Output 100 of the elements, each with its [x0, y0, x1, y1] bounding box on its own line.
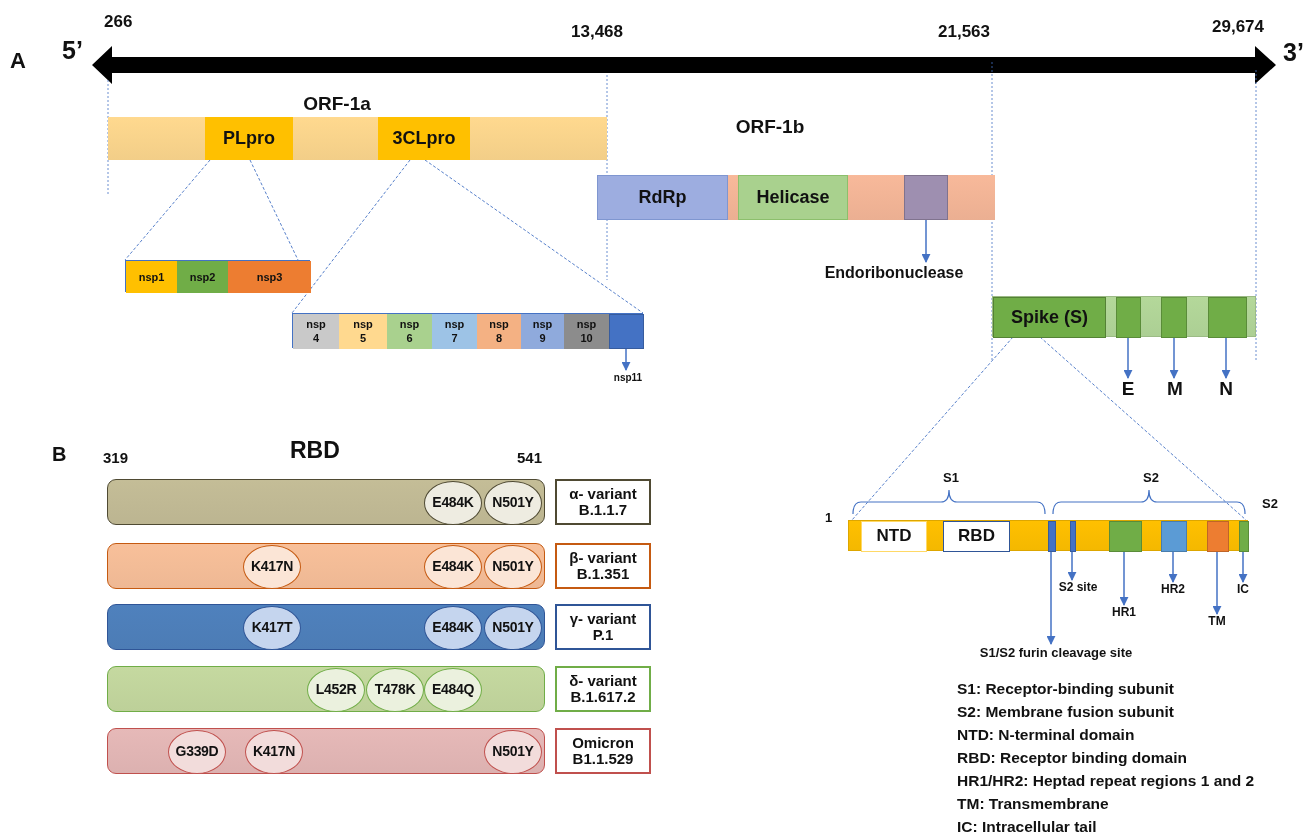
mutation-marker: N501Y: [484, 545, 542, 589]
gene-label: E: [1117, 378, 1139, 400]
nsp-segment: nsp3: [228, 261, 311, 293]
nsp-segment: [609, 314, 644, 349]
panel-letter: B: [52, 443, 67, 466]
nsp-segment: nsp 8: [477, 314, 521, 349]
arrow: [1212, 550, 1222, 615]
variant-label: β- variant B.1.351: [555, 543, 651, 589]
enzyme-domain: Helicase: [738, 175, 848, 220]
protease-domain: PLpro: [205, 117, 293, 160]
protein-label: nsp11: [606, 370, 650, 384]
spike-protein-bar: [848, 520, 1248, 551]
mutation-marker: E484K: [424, 545, 482, 589]
arrow: [1067, 550, 1077, 581]
arrow: [1169, 336, 1179, 379]
arrow: [1221, 336, 1231, 379]
definition-text: S1: Receptor-binding subunit: [957, 679, 1175, 699]
nsp-segment: nsp 9: [521, 314, 564, 349]
rbd-bar: [107, 666, 545, 712]
gene-segment: Spike (S): [993, 297, 1106, 338]
mutation-marker: E484K: [424, 606, 482, 650]
nsp-segment: nsp 10: [564, 314, 609, 349]
mutation-marker: N501Y: [484, 606, 542, 650]
rbd-bar: [107, 479, 545, 525]
zoom-line: [851, 336, 1014, 521]
mutation-marker: E484K: [424, 481, 482, 525]
subunit-label: S1: [943, 471, 959, 486]
position-number: 13,468: [571, 22, 623, 42]
mutation-marker: L452R: [307, 668, 365, 712]
nsp-segment: nsp 7: [432, 314, 477, 349]
protease-domain: 3CLpro: [378, 117, 470, 160]
mutation-marker: N501Y: [484, 730, 542, 774]
arrow: [1119, 550, 1129, 606]
position-number: 29,674: [1212, 17, 1264, 37]
position-number: 1: [825, 511, 833, 526]
position-number: 319: [103, 449, 129, 467]
protein-strip: [292, 313, 643, 348]
domain-segment: [1207, 521, 1229, 552]
variant-label: γ- variant P.1: [555, 604, 651, 650]
protein-strip: [125, 260, 310, 292]
position-number: 266: [104, 12, 133, 32]
domain-box: NTD: [861, 521, 927, 552]
definition-text: RBD: Receptor binding domain: [957, 748, 1188, 768]
strand-end-label: 3’: [1283, 38, 1304, 67]
domain-label: HR1: [1106, 605, 1142, 621]
protein-label: Endoribonuclease: [814, 262, 974, 284]
gene-segment: [1161, 297, 1187, 338]
arrow: [1168, 550, 1178, 583]
nsp-segment: nsp 6: [387, 314, 432, 349]
domain-segment: [1239, 521, 1249, 552]
definition-text: NTD: N-terminal domain: [957, 725, 1136, 745]
domain-segment: [1109, 521, 1142, 552]
panel-letter: A: [10, 48, 26, 74]
variant-label: α- variant B.1.1.7: [555, 479, 651, 525]
zoom-line: [124, 159, 211, 261]
domain-segment: [1048, 521, 1056, 552]
mutation-marker: N501Y: [484, 481, 542, 525]
position-number: 21,563: [938, 22, 990, 42]
mutation-marker: K417N: [243, 545, 301, 589]
domain-label: HR2: [1154, 582, 1192, 598]
gene-segment: [1116, 297, 1141, 338]
mutation-marker: T478K: [366, 668, 424, 712]
domain-label: TM: [1203, 614, 1231, 630]
definition-text: S2: Membrane fusion subunit: [957, 702, 1175, 722]
subunit-label: S2: [1143, 471, 1159, 486]
zoom-line: [1039, 336, 1247, 521]
arrow: [1238, 550, 1248, 583]
gene-bar: [992, 296, 1256, 337]
gene-label: N: [1214, 378, 1238, 400]
subunit-label: S2: [1262, 497, 1278, 512]
domain-label: IC: [1233, 582, 1253, 598]
nsp-segment: nsp 4: [293, 314, 339, 349]
rbd-bar: [107, 604, 545, 650]
position-number: 541: [517, 449, 543, 467]
zoom-line: [249, 159, 299, 261]
zoom-line: [291, 159, 411, 314]
mutation-marker: G339D: [168, 730, 226, 774]
rbd-bar: [107, 728, 545, 774]
nsp-segment: nsp 5: [339, 314, 387, 349]
rbd-bar: [107, 543, 545, 589]
enzyme-domain: RdRp: [597, 175, 728, 220]
definition-text: IC: Intracellular tail: [957, 817, 1098, 837]
arrow: [1123, 336, 1133, 379]
mutation-marker: K417T: [243, 606, 301, 650]
domain-box: RBD: [943, 521, 1010, 552]
variant-label: Omicron B1.1.529: [555, 728, 651, 774]
domain-segment: [1070, 521, 1076, 552]
domain-label: S1/S2 furin cleavage site: [966, 644, 1146, 662]
gene-label: M: [1162, 378, 1188, 400]
definition-text: HR1/HR2: Heptad repeat regions 1 and 2 TM: Transmembrane: [957, 771, 1256, 814]
domain-label: S2 site: [1050, 580, 1106, 596]
arrow: [1046, 550, 1056, 645]
zoom-line: [424, 159, 644, 314]
gene-label: ORF-1b: [734, 115, 806, 139]
arrow: [621, 347, 631, 371]
strand-end-label: 5’: [62, 36, 83, 65]
domain-title: RBD: [290, 437, 340, 464]
enzyme-domain: [904, 175, 948, 220]
gene-segment: [1208, 297, 1247, 338]
nsp-segment: nsp2: [177, 261, 228, 293]
